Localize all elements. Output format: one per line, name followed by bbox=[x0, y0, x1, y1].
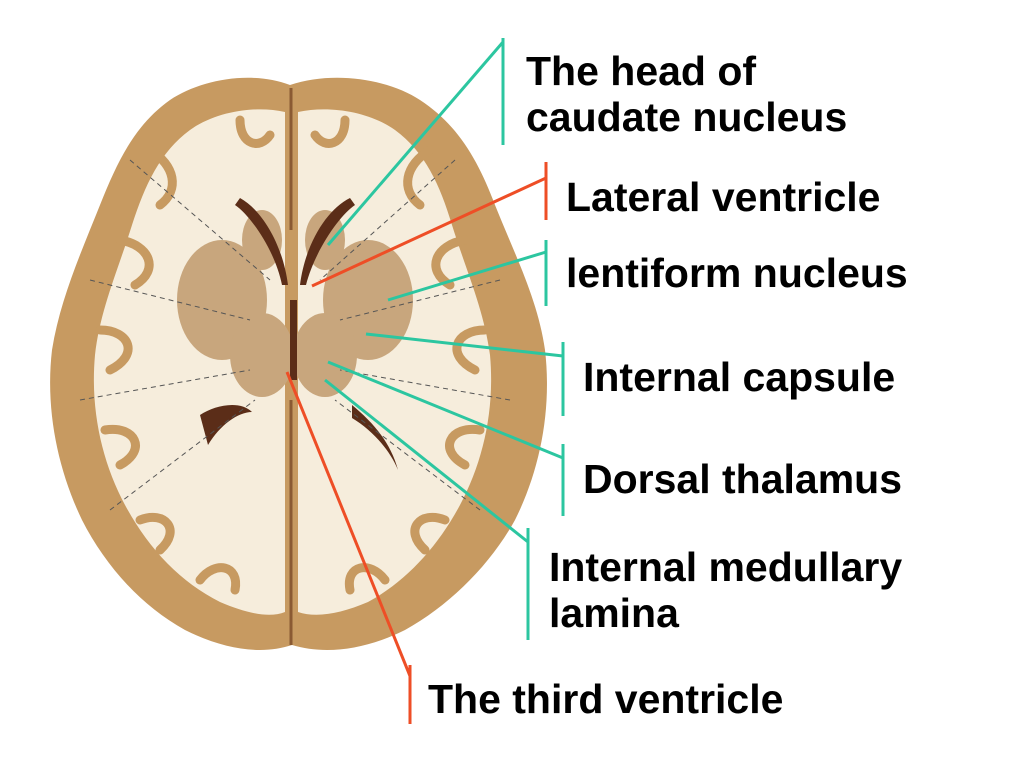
label-lentiform-nucleus: lentiform nucleus bbox=[566, 250, 908, 296]
gyri-folds bbox=[95, 115, 490, 595]
leader-line bbox=[387, 250, 547, 302]
third-ventricle bbox=[290, 300, 297, 380]
white-matter-right bbox=[298, 109, 492, 615]
label-dorsal-thalamus: Dorsal thalamus bbox=[583, 456, 902, 502]
thalamus-left bbox=[230, 313, 294, 397]
leader-line bbox=[327, 360, 564, 460]
dashed-guides bbox=[79, 159, 511, 511]
leader-line bbox=[365, 332, 564, 358]
leader-lines bbox=[285, 38, 565, 724]
leader-line bbox=[285, 371, 412, 677]
thalamus-right bbox=[293, 313, 357, 397]
white-matter-left bbox=[93, 109, 285, 615]
lateral-ventricle-right bbox=[300, 198, 355, 285]
label-line: The third ventricle bbox=[428, 676, 784, 722]
label-internal-medullary-lamina: Internal medullary lamina bbox=[549, 544, 902, 636]
label-line: Internal medullary bbox=[549, 544, 903, 590]
leader-line bbox=[326, 41, 505, 246]
label-line: lentiform nucleus bbox=[566, 250, 908, 296]
label-lateral-ventricle: Lateral ventricle bbox=[566, 174, 881, 220]
label-line: Internal capsule bbox=[583, 354, 896, 400]
label-line: Dorsal thalamus bbox=[583, 456, 902, 502]
label-line: Lateral ventricle bbox=[566, 174, 881, 220]
label-line: The head of bbox=[526, 48, 757, 94]
label-third-ventricle: The third ventricle bbox=[428, 676, 783, 722]
label-internal-capsule: Internal capsule bbox=[583, 354, 895, 400]
leader-line bbox=[311, 176, 547, 288]
label-head-of-caudate-nucleus: The head of caudate nucleus bbox=[526, 48, 847, 140]
leader-line bbox=[324, 378, 529, 544]
lateral-ventricle-posterior-left bbox=[200, 404, 252, 445]
label-line: caudate nucleus bbox=[526, 94, 848, 140]
label-line: lamina bbox=[549, 590, 679, 636]
lateral-ventricle-left bbox=[235, 198, 288, 285]
